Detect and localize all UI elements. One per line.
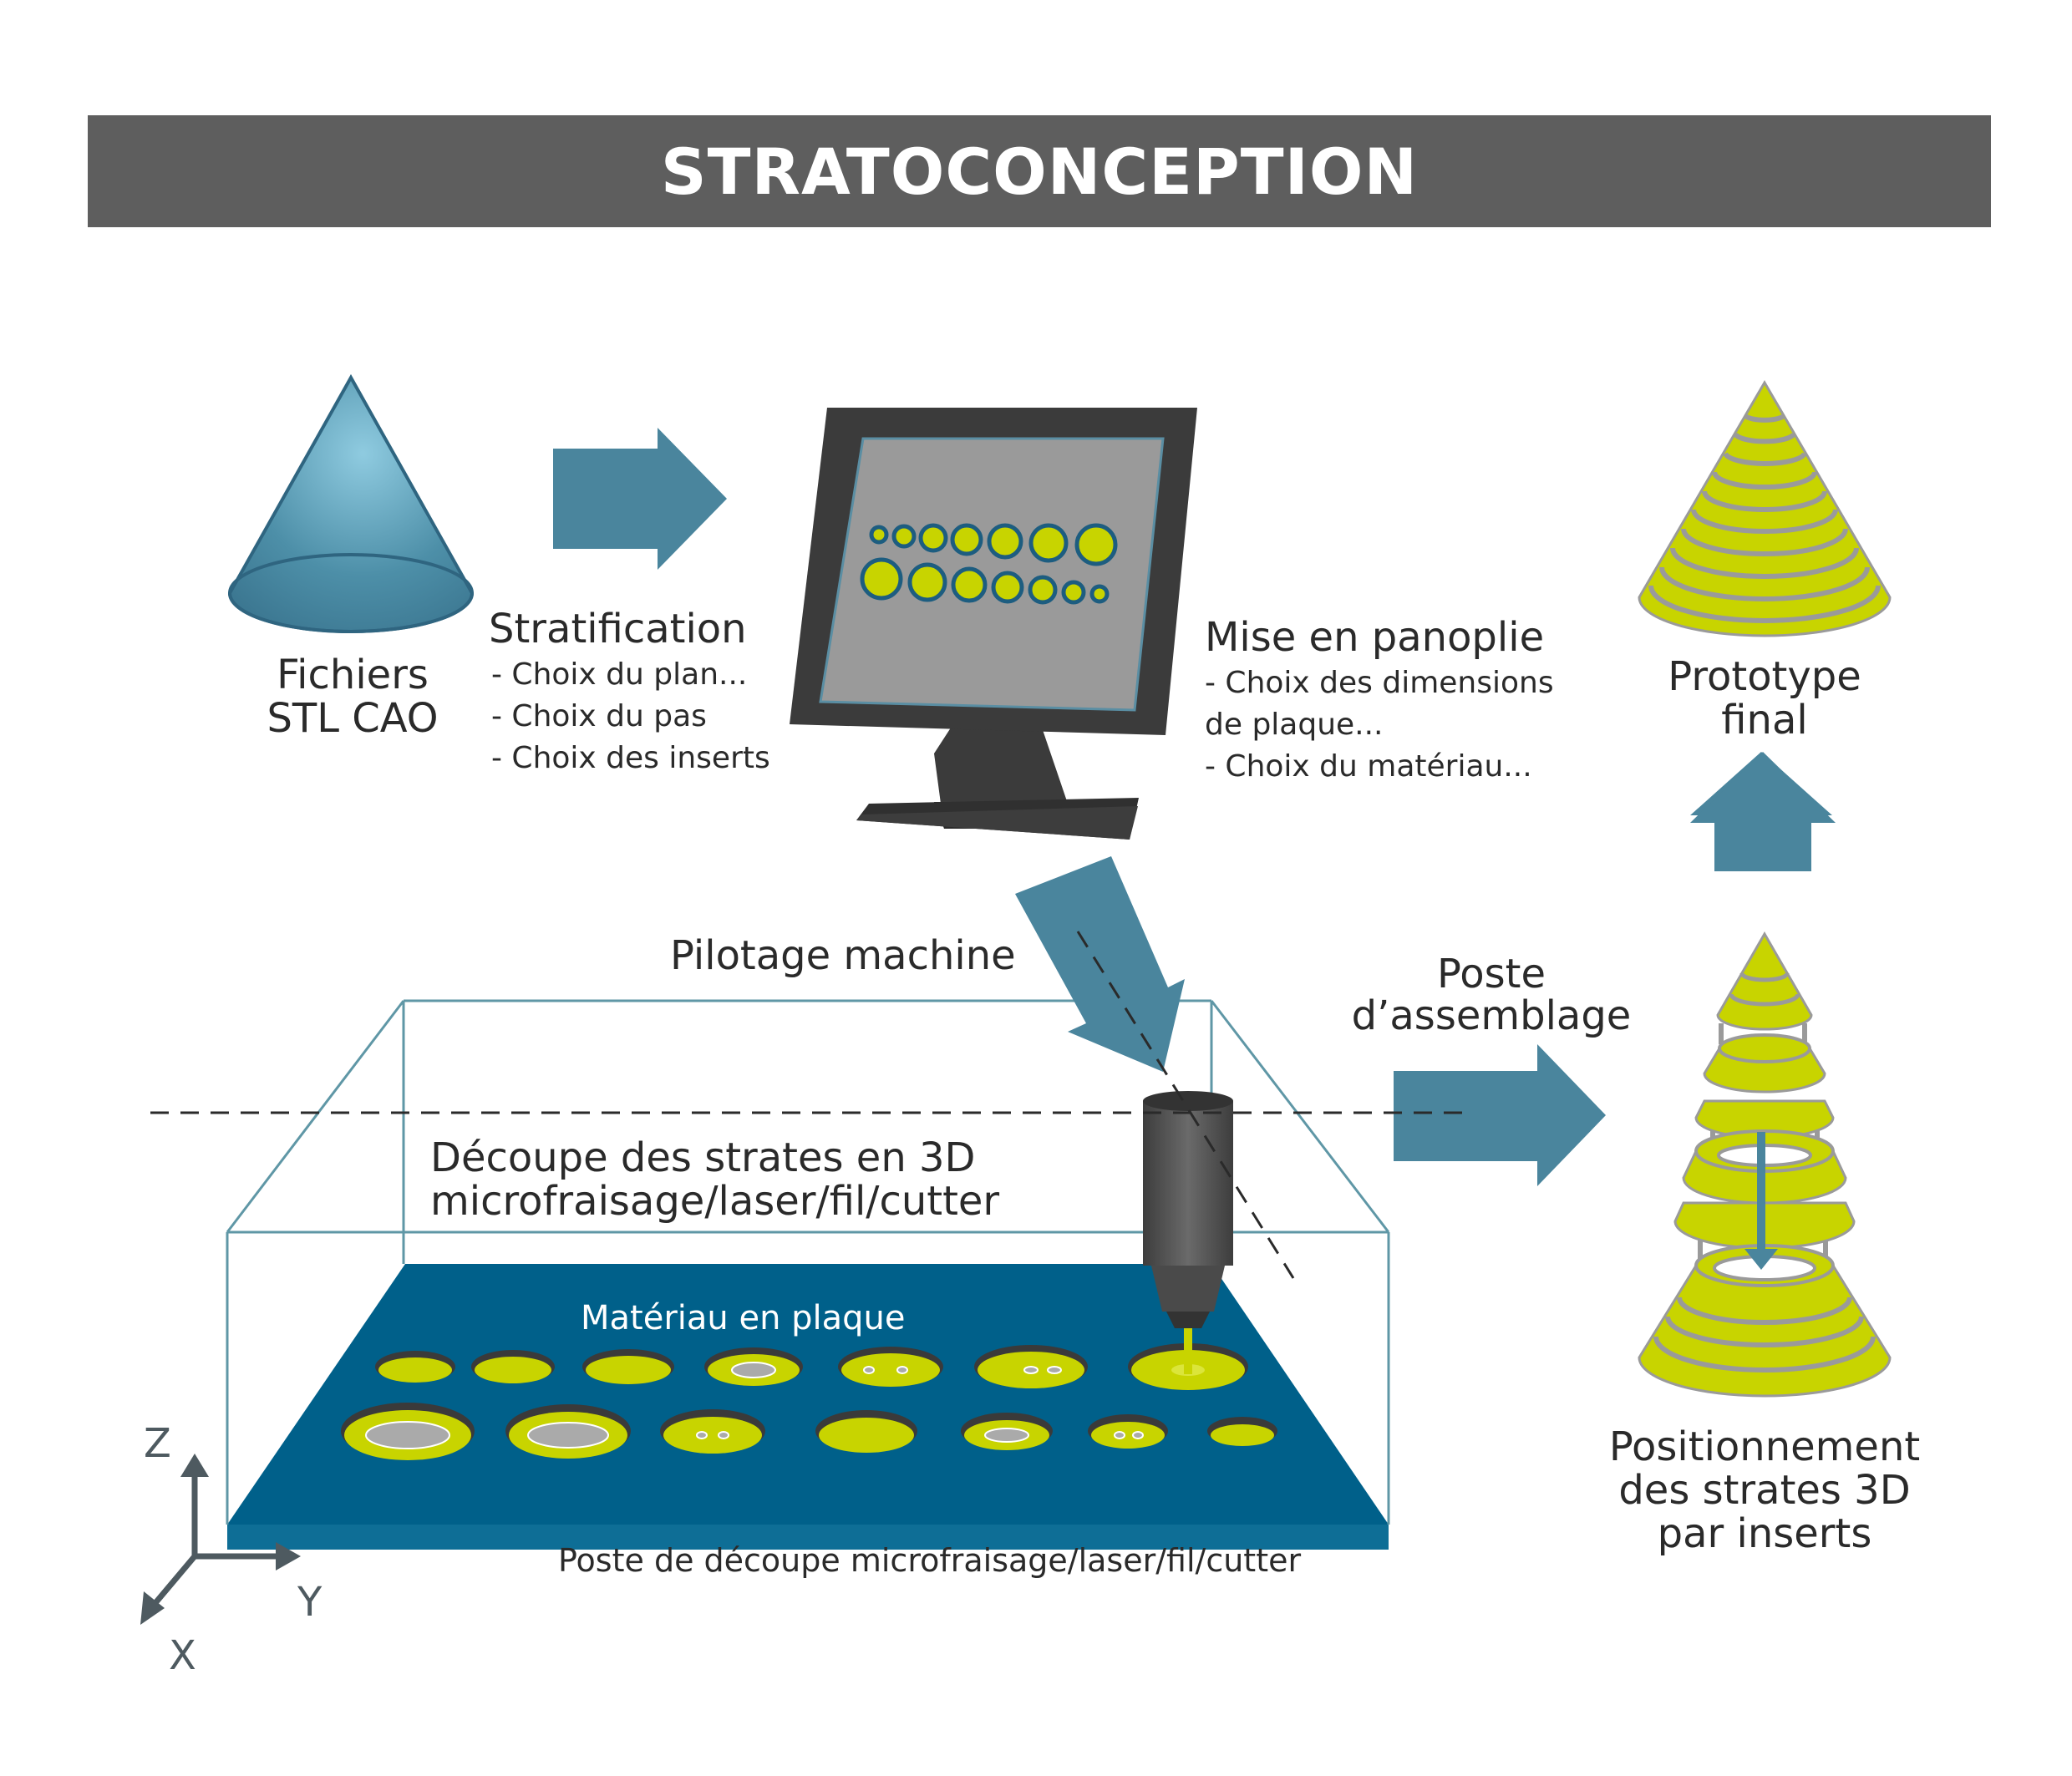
label-materiau: Matériau en plaque bbox=[581, 1299, 906, 1337]
panoplie-item: - Choix du matériau... bbox=[1205, 749, 1532, 784]
label-stratification: Stratification bbox=[489, 606, 747, 652]
axis-label-x: X bbox=[169, 1632, 196, 1679]
dashed-line bbox=[1076, 931, 1295, 1279]
cone-icon bbox=[227, 373, 475, 633]
layered-cone-icon bbox=[1638, 380, 1892, 637]
label-poste-decoupe: Poste de découpe microfraisage/laser/fil… bbox=[558, 1542, 1302, 1579]
axis-label-z: Z bbox=[144, 1420, 171, 1467]
panoplie-item: - Choix des dimensions bbox=[1205, 666, 1554, 700]
label-poste: Poste bbox=[1437, 951, 1546, 997]
label-positionnement: des strates 3D bbox=[1618, 1467, 1911, 1514]
label-fichiers: Fichiers bbox=[277, 652, 429, 698]
machine-tool-icon bbox=[1143, 1091, 1233, 1374]
axis-icon bbox=[140, 1454, 301, 1625]
strat-item: - Choix des inserts bbox=[491, 741, 770, 775]
title-bar: STRATOCONCEPTION bbox=[88, 115, 1991, 227]
exploded-cone-icon bbox=[1638, 931, 1892, 1398]
arrow-diagonal-icon bbox=[1015, 856, 1185, 1072]
panoplie-item: de plaque... bbox=[1205, 708, 1384, 742]
axis-label-y: Y bbox=[297, 1579, 322, 1626]
material-plate bbox=[227, 1264, 1389, 1550]
monitor-icon bbox=[790, 408, 1197, 840]
arrow-right-icon bbox=[553, 428, 727, 570]
label-decoupe: Découpe des strates en 3D bbox=[430, 1134, 976, 1181]
label-final: final bbox=[1721, 697, 1808, 743]
label-pilotage-machine: Pilotage machine bbox=[670, 932, 1016, 979]
arrow-right-icon bbox=[1394, 1044, 1606, 1186]
label-positionnement: par inserts bbox=[1657, 1510, 1872, 1557]
label-mise-en-panoplie: Mise en panoplie bbox=[1205, 614, 1545, 661]
label-stl-cao: STL CAO bbox=[267, 695, 439, 742]
strat-item: - Choix du plan... bbox=[491, 657, 748, 692]
label-decoupe-methods: microfraisage/laser/fil/cutter bbox=[430, 1178, 1000, 1225]
label-prototype: Prototype bbox=[1668, 653, 1861, 700]
page-title: STRATOCONCEPTION bbox=[660, 134, 1419, 209]
strat-item: - Choix du pas bbox=[491, 699, 707, 733]
label-assemblage: d’assemblage bbox=[1351, 992, 1632, 1039]
label-positionnement: Positionnement bbox=[1608, 1423, 1921, 1470]
